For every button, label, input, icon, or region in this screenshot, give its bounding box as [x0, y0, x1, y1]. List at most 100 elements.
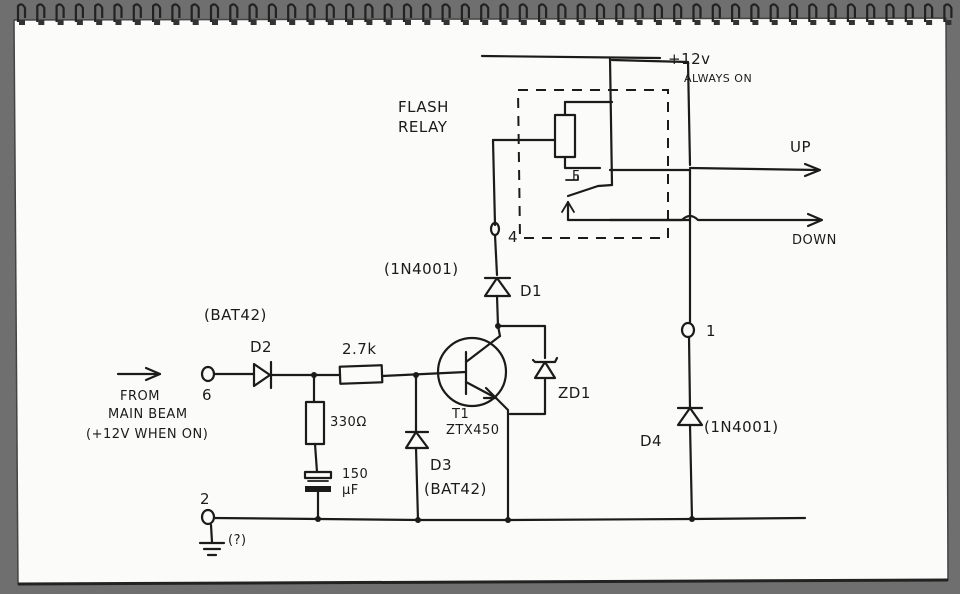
spiral-loop	[306, 3, 316, 22]
spiral-loop	[460, 3, 470, 22]
spiral-hole	[289, 20, 296, 25]
label-down: DOWN	[792, 233, 837, 248]
spiral-loop	[480, 3, 490, 22]
spiral-hole	[791, 20, 797, 25]
spiral-loop	[904, 3, 914, 22]
label-r330: 330Ω	[330, 415, 367, 430]
label-ztx450: ZTX450	[446, 423, 500, 438]
spiral-hole	[443, 20, 450, 25]
spiral-hole	[308, 20, 315, 25]
spiral-hole	[752, 20, 759, 25]
transistor-t1-emitter	[464, 380, 498, 400]
diode-d2	[252, 362, 272, 388]
capacitor-plate-bottom	[305, 486, 331, 492]
spiral-hole	[733, 20, 740, 25]
spiral-loop	[595, 3, 606, 22]
transistor-t1-collector	[464, 334, 502, 364]
node-gnd-emitter	[505, 517, 511, 523]
spiral-hole	[115, 20, 122, 25]
ground-icon	[198, 541, 226, 557]
spiral-loop	[209, 3, 220, 22]
spiral-loop	[171, 3, 181, 22]
spiral-hole	[771, 20, 778, 25]
spiral-hole	[520, 20, 527, 25]
spiral-loop	[16, 3, 27, 22]
wire-pin4-down	[491, 138, 497, 227]
spiral-loop	[152, 3, 162, 22]
spiral-hole	[19, 20, 25, 25]
spiral-loop	[287, 3, 297, 22]
spiral-hole	[347, 20, 354, 25]
spiral-hole	[231, 20, 238, 25]
wire-pin4-to-d1	[493, 233, 499, 277]
label-from: FROM	[120, 389, 160, 404]
wire-d3-to-ground	[414, 446, 420, 522]
wire-to-base	[380, 370, 468, 378]
spiral-loop	[132, 3, 142, 22]
label-when-on: (+12V WHEN ON)	[86, 427, 208, 442]
label-d4: D4	[640, 432, 662, 450]
spiral-hole	[540, 20, 547, 25]
spiral-hole	[462, 20, 469, 25]
spiral-hole	[134, 20, 141, 25]
spiral-hole	[96, 20, 103, 25]
terminal-pin2	[200, 508, 216, 526]
spiral-hole	[906, 20, 913, 25]
spiral-loop	[885, 3, 895, 22]
label-main-beam: MAIN BEAM	[108, 407, 188, 422]
relay-enclosure	[517, 89, 669, 239]
spiral-loop	[788, 3, 799, 22]
spiral-loop	[499, 3, 509, 22]
wire-r330-to-cap	[313, 442, 319, 474]
wire-d1-to-collector	[495, 294, 500, 328]
paper-sheet	[13, 17, 949, 585]
spiral-hole	[76, 20, 83, 25]
wire-ground-rail	[212, 516, 807, 522]
spiral-loop	[345, 3, 355, 22]
spiral-hole	[559, 20, 566, 25]
relay-contact-f	[565, 175, 579, 181]
spiral-loop	[827, 3, 837, 22]
spiral-loop	[711, 3, 721, 22]
spiral-loop	[615, 3, 625, 22]
spiral-loop	[55, 3, 65, 22]
spiral-hole	[945, 20, 952, 25]
wire-12v-to-pin1	[610, 58, 692, 167]
spiral-loop	[866, 3, 876, 22]
spiral-loop	[74, 3, 84, 22]
wire-pin2-to-ground	[209, 523, 214, 544]
wire-relay-common	[608, 56, 614, 187]
wire-pin1-to-d4	[687, 335, 692, 410]
spiral-loop	[673, 3, 683, 22]
node-gnd-d3	[415, 517, 421, 523]
relay-switch-arm	[566, 184, 600, 198]
spiral-loop	[422, 3, 432, 22]
transistor-t1	[436, 336, 508, 408]
label-d3: D3	[430, 456, 452, 474]
spiral-hole	[694, 20, 701, 25]
spiral-loop	[692, 3, 702, 22]
spiral-loop	[846, 3, 856, 22]
spiral-hole	[501, 20, 508, 25]
wire-collector-zd1	[496, 324, 547, 360]
label-d1-part: (1N4001)	[384, 260, 459, 278]
spiral-loop	[750, 3, 760, 22]
spiral-loop	[441, 3, 451, 22]
spiral-hole	[636, 20, 643, 25]
label-d1: D1	[520, 282, 542, 300]
spiral-hole	[829, 20, 836, 25]
spiral-hole	[212, 20, 218, 25]
spiral-hole	[810, 20, 817, 25]
label-relay: RELAY	[398, 118, 448, 136]
label-t1: T1	[451, 407, 469, 422]
wire-zd1-to-emitter	[508, 376, 547, 416]
down-arrow	[806, 212, 824, 228]
spiral-loop	[325, 3, 335, 22]
wire-coil-bottom	[563, 155, 602, 170]
spiral-hole	[848, 20, 855, 25]
spiral-hole	[173, 20, 180, 25]
label-pin6: 6	[202, 386, 212, 404]
spiral-loop	[769, 3, 779, 22]
label-r27k: 2.7k	[342, 340, 377, 358]
